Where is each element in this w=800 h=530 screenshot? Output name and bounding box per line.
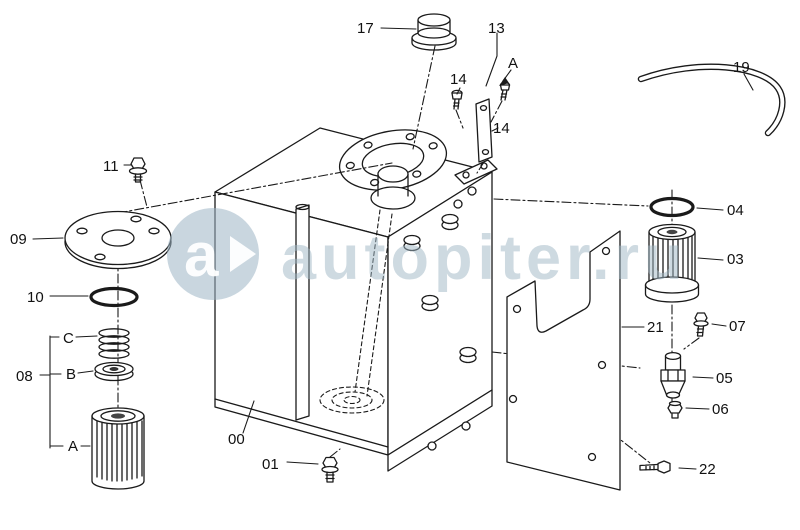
part-label-08: 08 xyxy=(16,368,33,385)
part-label-c: C xyxy=(63,330,74,347)
bolt-a xyxy=(499,81,511,101)
bolt-01 xyxy=(321,456,339,483)
tank-top-flange xyxy=(338,129,448,191)
watermark-logo-letter: a xyxy=(184,221,219,290)
part-label-14-side: 14 xyxy=(493,120,510,137)
filter-element-a xyxy=(91,407,145,490)
cover-flange-09 xyxy=(64,210,172,270)
breather-cap xyxy=(411,13,457,51)
part-label-13: 13 xyxy=(488,20,505,37)
part-label-19: 19 xyxy=(733,59,750,76)
top-mount-pad xyxy=(454,159,498,185)
part-label-04: 04 xyxy=(727,202,744,219)
part-label-b: B xyxy=(66,366,76,383)
part-labels: 17 13 14 A 14 19 11 09 10 C 08 B A 00 01… xyxy=(10,20,750,478)
part-label-11: 11 xyxy=(103,158,119,175)
bracket-plate-14 xyxy=(475,98,493,163)
part-label-14-top: 14 xyxy=(450,71,467,88)
filter-cartridge-03 xyxy=(644,223,700,303)
part-label-06: 06 xyxy=(712,401,729,418)
watermark-logo-disc xyxy=(167,208,259,300)
o-ring-10 xyxy=(89,286,139,308)
tank-body xyxy=(214,127,498,472)
leader-lines xyxy=(32,27,754,470)
watermark: a autopiter.ru xyxy=(167,208,688,300)
watermark-logo-arrow-icon xyxy=(230,236,256,272)
part-label-09: 09 xyxy=(10,231,27,248)
o-ring-04 xyxy=(649,196,695,218)
part-label-a-bolt: A xyxy=(508,55,518,72)
plug-06 xyxy=(667,400,683,419)
side-plate xyxy=(506,230,621,491)
watermark-site-text: autopiter.ru xyxy=(281,223,688,293)
level-gauge-tube xyxy=(295,203,310,421)
suction-neck xyxy=(370,165,416,210)
part-label-a-filter: A xyxy=(68,438,78,455)
valve-seat-b xyxy=(94,361,134,382)
bolt-07 xyxy=(693,312,709,337)
tank-base-rail xyxy=(387,389,493,472)
part-label-21: 21 xyxy=(647,319,664,336)
part-label-01: 01 xyxy=(262,456,279,473)
part-label-10: 10 xyxy=(27,289,44,306)
part-label-00: 00 xyxy=(228,431,245,448)
spring-c xyxy=(98,328,130,359)
bolt-22 xyxy=(639,460,671,474)
tank-bosses xyxy=(403,186,477,364)
part-label-17: 17 xyxy=(357,20,374,37)
drain-tube xyxy=(637,63,786,137)
part-label-03: 03 xyxy=(727,251,744,268)
part-label-22: 22 xyxy=(699,461,716,478)
elbow-fitting-05 xyxy=(660,351,686,399)
part-label-07: 07 xyxy=(729,318,746,335)
hidden-suction-pipe xyxy=(319,209,393,414)
bolt-11 xyxy=(128,157,148,183)
part-label-05: 05 xyxy=(716,370,733,387)
